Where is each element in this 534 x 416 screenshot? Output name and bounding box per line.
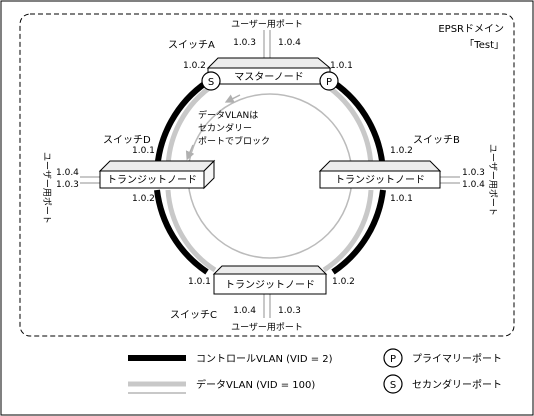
block-note: データVLANは セカンダリー ポートでブロック xyxy=(198,109,270,147)
ring-port-number: 1.0.2 xyxy=(132,194,155,204)
user-port-number: 1.0.4 xyxy=(56,168,79,178)
data-vlan-arc-da xyxy=(165,81,217,173)
switch-label: スイッチD xyxy=(103,134,151,146)
block-note-line: データVLANは xyxy=(198,109,258,121)
user-port-number: 1.0.3 xyxy=(462,168,485,178)
legend-control-label: コントロールVLAN (VID = 2) xyxy=(196,354,333,365)
ring-port-number: 1.0.2 xyxy=(332,277,355,287)
secondary-port-icon xyxy=(201,71,221,91)
legend-data-label: データVLAN (VID = 100) xyxy=(196,378,315,391)
user-port-label: ユーザー用ポート xyxy=(487,144,498,216)
primary-port-symbol: P xyxy=(326,77,332,88)
ring-port-number: 1.0.1 xyxy=(330,61,353,71)
switch-d: ユーザー用ポート 1.0.4 1.0.3 スイッチD 1.0.1 1.0.2 ト… xyxy=(41,134,216,224)
data-vlan-arc-bc xyxy=(322,189,374,273)
secondary-port-symbol: S xyxy=(208,77,214,88)
switch-a: ユーザー用ポート 1.0.3 1.0.4 スイッチA マスターノード 1.0.2… xyxy=(168,19,353,91)
node-box xyxy=(213,273,327,295)
user-port-number: 1.0.4 xyxy=(278,38,301,48)
inner-arrow-top xyxy=(224,94,241,103)
control-vlan-arc-cd xyxy=(154,189,209,275)
inner-arrow-left xyxy=(185,144,195,161)
switch-c: トランジットノード 1.0.1 1.0.2 1.0.4 1.0.3 スイッチC … xyxy=(170,265,355,333)
control-vlan-arc-da xyxy=(154,79,209,173)
legend-primary-symbol: P xyxy=(390,354,396,365)
ring-port-number: 1.0.2 xyxy=(183,61,206,71)
ring-port-number: 1.0.1 xyxy=(390,194,413,204)
block-note-line: ポートでブロック xyxy=(198,135,270,147)
user-port-number: 1.0.3 xyxy=(233,38,256,48)
ring-port-number: 1.0.1 xyxy=(188,277,211,287)
legend: コントロールVLAN (VID = 2) データVLAN (VID = 100)… xyxy=(128,348,502,394)
node-label: トランジットノード xyxy=(107,174,197,186)
node-side-face xyxy=(203,159,215,190)
node-top-face xyxy=(212,265,328,275)
control-vlan-arc-ab xyxy=(331,79,386,173)
node-label: トランジットノード xyxy=(225,279,315,291)
switch-label: スイッチA xyxy=(168,39,215,51)
user-port-label: ユーザー用ポート xyxy=(231,322,303,333)
node-top-face xyxy=(318,160,442,172)
legend-secondary-symbol: S xyxy=(390,380,396,391)
node-label: マスターノード xyxy=(234,71,303,83)
primary-port-icon xyxy=(319,71,339,91)
epsr-domain-border xyxy=(19,13,515,337)
ring-port-number: 1.0.2 xyxy=(390,146,413,156)
ring-port-number: 1.0.1 xyxy=(132,146,155,156)
user-port-number: 1.0.3 xyxy=(56,180,79,190)
user-port-number: 1.0.3 xyxy=(278,306,301,316)
user-port-label: ユーザー用ポート xyxy=(231,19,303,30)
data-vlan-arc-cd xyxy=(165,189,217,273)
switch-b: ユーザー用ポート 1.0.3 1.0.4 スイッチB 1.0.2 1.0.1 ト… xyxy=(318,134,498,216)
user-port-label: ユーザー用ポート xyxy=(41,152,52,224)
node-top-face xyxy=(206,57,332,69)
switch-label: スイッチC xyxy=(170,309,217,321)
user-port-number: 1.0.4 xyxy=(233,306,256,316)
legend-primary-icon xyxy=(383,348,403,368)
legend-secondary-label: セカンダリーポート xyxy=(412,378,502,391)
domain-name: 「Test」 xyxy=(464,39,504,51)
node-label: トランジットノード xyxy=(335,174,425,186)
block-note-line: セカンダリー xyxy=(198,122,252,134)
legend-secondary-icon xyxy=(383,374,403,394)
node-top-face xyxy=(98,160,216,172)
legend-primary-label: プライマリーポート xyxy=(412,353,502,365)
domain-title: EPSRドメイン xyxy=(438,24,504,35)
node-box xyxy=(319,170,441,189)
switch-label: スイッチB xyxy=(413,134,460,146)
user-port-number: 1.0.4 xyxy=(462,180,485,190)
control-vlan-arc-bc xyxy=(331,189,386,275)
data-vlan-arc-ab xyxy=(322,81,374,173)
